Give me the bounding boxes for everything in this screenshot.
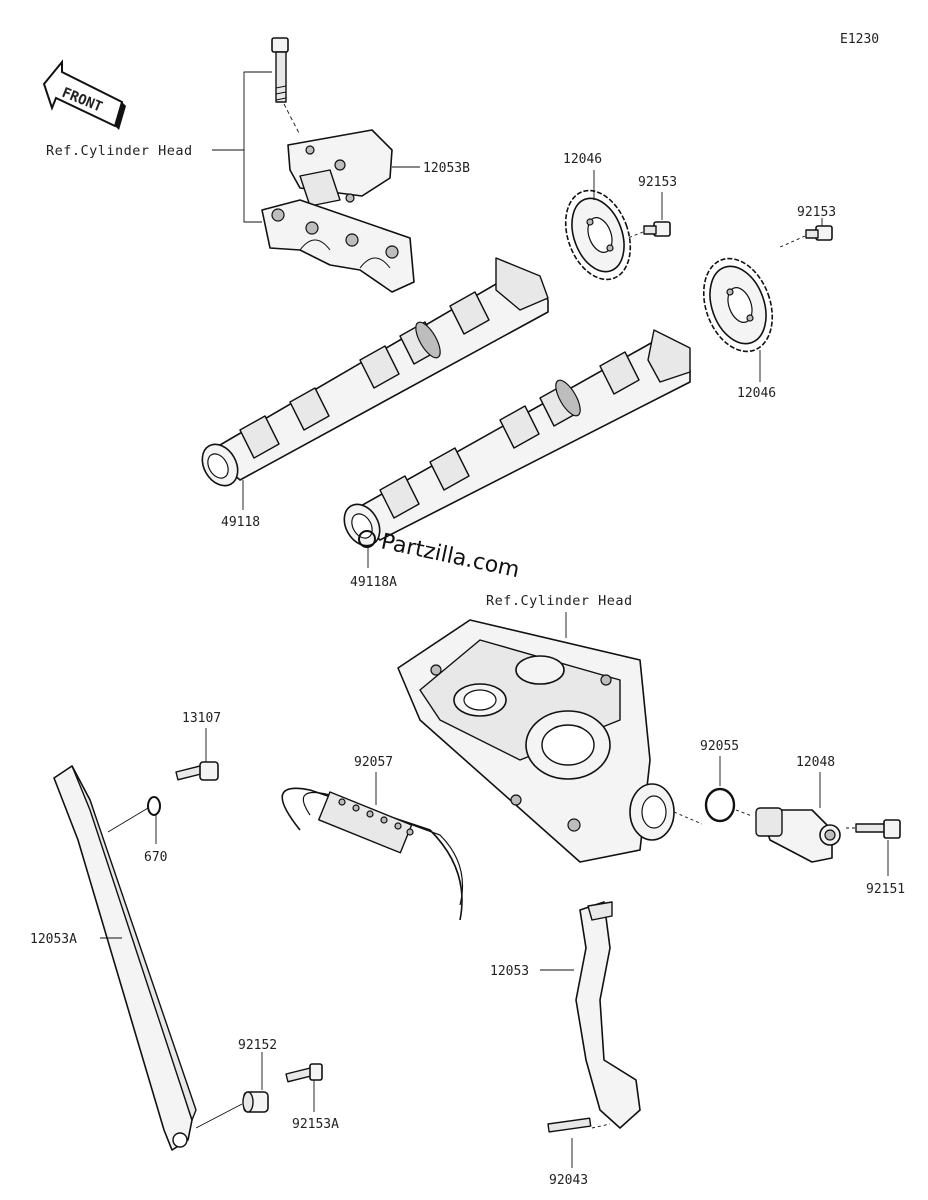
cylinder-head xyxy=(397,619,675,863)
camshaft-holder xyxy=(261,199,415,293)
camshaft-lower xyxy=(343,329,691,547)
callout-12053: 12053 xyxy=(490,964,529,979)
cam-chain-92057 xyxy=(281,787,464,921)
callout-13107: 13107 xyxy=(182,711,221,726)
bolt-top xyxy=(271,37,289,103)
o-ring-92055 xyxy=(704,787,736,823)
chain-guide-12053A xyxy=(53,765,197,1151)
camshaft-upper xyxy=(201,257,549,487)
watermark-text: Partzilla.com xyxy=(379,529,522,583)
camshaft-sprocket-upper-12046 xyxy=(564,189,632,281)
callout-49118: 49118 xyxy=(221,515,260,530)
ref-cylinder-head-mid: Ref.Cylinder Head xyxy=(486,593,633,609)
sprocket-bolt-92153-a xyxy=(643,221,671,237)
camshaft-sprocket-lower-12046 xyxy=(702,257,774,353)
diagram-code: E1230 xyxy=(840,32,879,47)
callout-92151: 92151 xyxy=(866,882,905,897)
cam-chain-guide-upper-12053B xyxy=(287,129,393,207)
chain-tensioner-12048 xyxy=(755,807,841,863)
front-arrow-icon: FRONT xyxy=(42,59,126,130)
callout-49118A: 49118A xyxy=(350,575,397,590)
callout-12048: 12048 xyxy=(796,755,835,770)
callout-92153-a: 92153 xyxy=(638,175,677,190)
guide-bolt-13107 xyxy=(175,761,219,781)
callout-92153A: 92153A xyxy=(292,1117,339,1132)
callout-12046-b: 12046 xyxy=(737,386,776,401)
washer-670 xyxy=(147,796,161,816)
callout-12046-a: 12046 xyxy=(563,152,602,167)
callout-92152: 92152 xyxy=(238,1038,277,1053)
pin-92043 xyxy=(547,1117,592,1133)
callout-92153-b: 92153 xyxy=(797,205,836,220)
ref-cylinder-head-top: Ref.Cylinder Head xyxy=(46,143,193,159)
sprocket-bolt-92153-b xyxy=(805,225,833,241)
collar-92152 xyxy=(242,1091,269,1113)
tensioner-bolt-92151 xyxy=(855,819,901,839)
callout-92057: 92057 xyxy=(354,755,393,770)
callout-670: 670 xyxy=(144,850,167,865)
callout-12053B: 12053B xyxy=(423,161,470,176)
callout-92043: 92043 xyxy=(549,1173,588,1188)
chain-guide-12053 xyxy=(575,901,641,1129)
callout-12053A: 12053A xyxy=(30,932,77,947)
callout-92055: 92055 xyxy=(700,739,739,754)
bolt-92153A xyxy=(285,1063,323,1083)
